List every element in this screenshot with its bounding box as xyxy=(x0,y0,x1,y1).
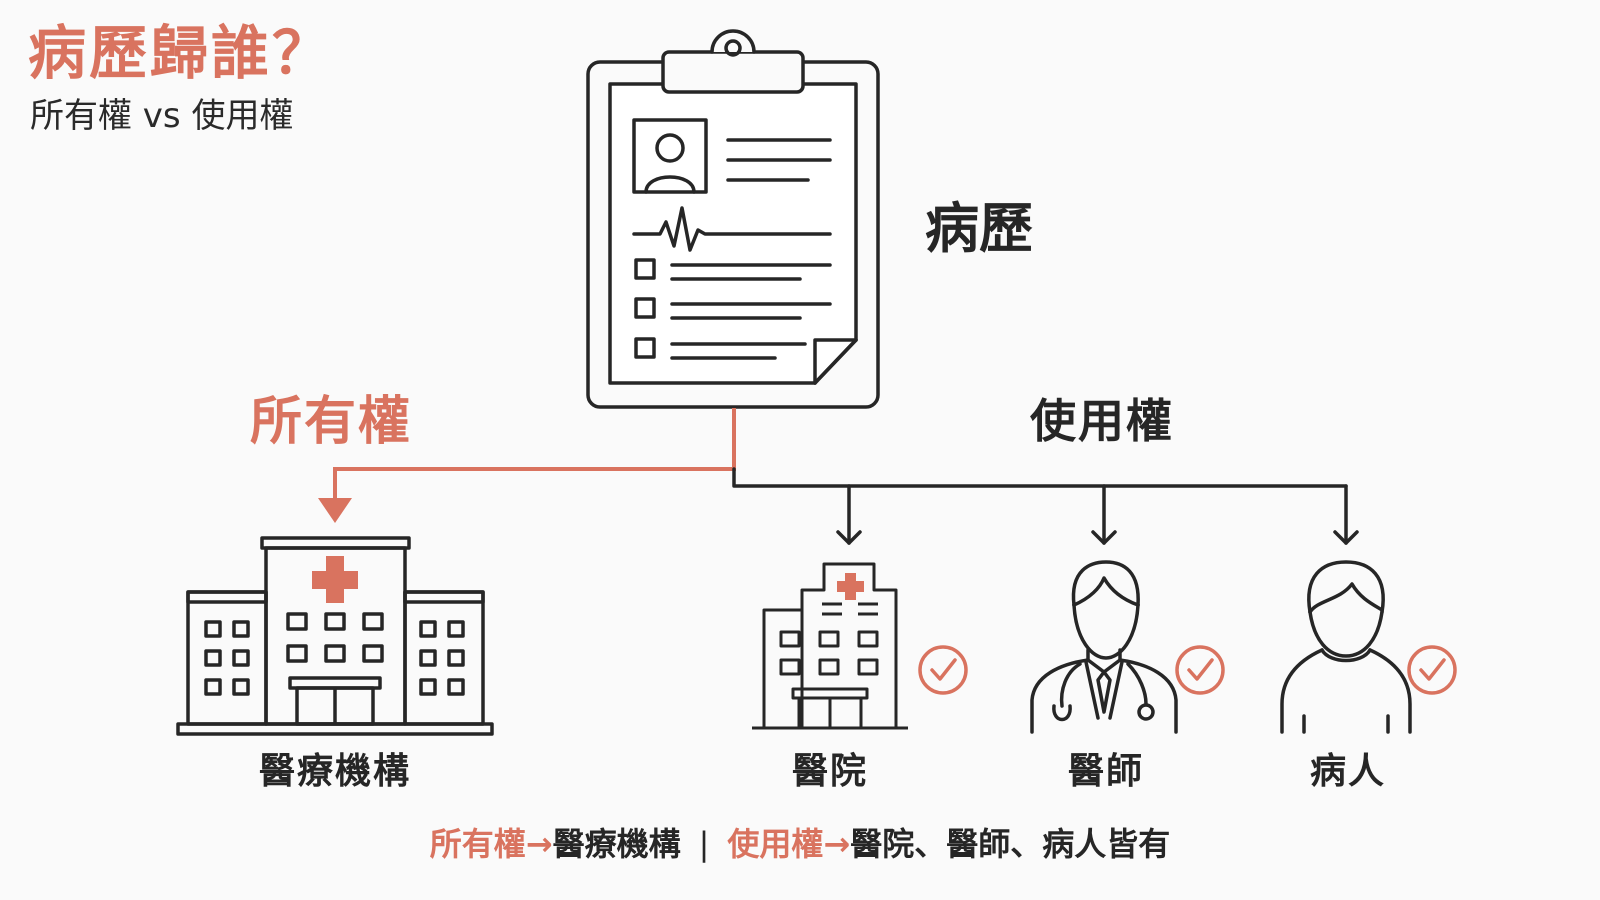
usage-recipient-patient-label: 病人 xyxy=(1309,751,1387,792)
doctor-icon xyxy=(1030,560,1178,734)
medical-cross-icon xyxy=(312,556,358,603)
check-circle-icon xyxy=(1175,645,1225,695)
page-title: 病歷歸誰？ xyxy=(28,19,334,87)
page-subtitle: 所有權 vs 使用權 xyxy=(30,96,294,136)
ownership-connector xyxy=(333,408,736,502)
hospital-building-icon xyxy=(752,562,908,730)
check-circle-icon xyxy=(1407,645,1457,695)
document-label: 病歷 xyxy=(925,197,1033,260)
ownership-arrowhead xyxy=(318,498,352,523)
footer-ownership-arrow: → xyxy=(525,825,553,863)
clipboard-medical-record-icon xyxy=(586,29,880,409)
footer-usage-target: 醫院、醫師、病人皆有 xyxy=(850,825,1171,863)
footer-separator: | xyxy=(698,825,710,863)
usage-connector xyxy=(732,467,1359,545)
footer-ownership-term: 所有權 xyxy=(429,825,526,863)
hospital-complex-icon xyxy=(176,536,494,736)
footer-ownership-target: 醫療機構 xyxy=(552,825,681,863)
ownership-recipient-label: 醫療機構 xyxy=(258,751,412,792)
ownership-label: 所有權 xyxy=(250,392,413,452)
hospital-cross-icon xyxy=(837,573,864,600)
patient-icon xyxy=(1280,560,1412,734)
usage-recipient-hospital-label: 醫院 xyxy=(791,751,869,792)
usage-recipient-doctor-label: 醫師 xyxy=(1067,751,1145,792)
check-circle-icon xyxy=(918,645,968,695)
summary-footer: 所有權→醫療機構|使用權→醫院、醫師、病人皆有 xyxy=(0,828,1600,860)
footer-usage-arrow: → xyxy=(823,825,851,863)
usage-label: 使用權 xyxy=(1030,394,1174,448)
footer-usage-term: 使用權 xyxy=(727,825,824,863)
